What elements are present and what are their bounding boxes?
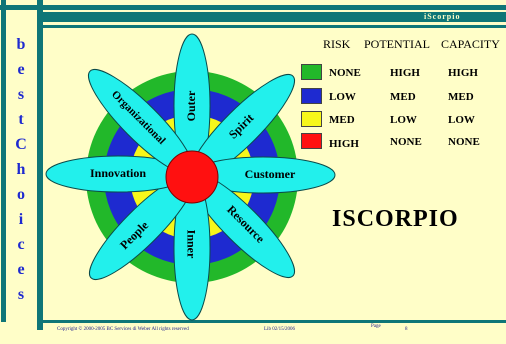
legend-swatch-blue bbox=[301, 88, 322, 104]
sidebar-letter: b bbox=[16, 36, 26, 53]
legend-potential-cell: LOW bbox=[390, 114, 417, 126]
petal-customer: Customer bbox=[190, 156, 336, 194]
legend-capacity-cell: LOW bbox=[448, 114, 475, 126]
bottom-bar bbox=[37, 320, 506, 323]
legend-potential-cell: MED bbox=[390, 91, 416, 103]
legend-potential-cell: HIGH bbox=[390, 67, 420, 79]
sidebar-letter: s bbox=[17, 286, 25, 303]
petal-label-outer: Outer bbox=[184, 90, 198, 121]
legend-risk-cell: HIGH bbox=[329, 138, 359, 150]
petal-spirit: Spirit bbox=[189, 74, 295, 180]
sidebar-letter: o bbox=[17, 186, 25, 203]
legend-potential-cell: NONE bbox=[390, 136, 422, 148]
petal-label-customer: Customer bbox=[245, 167, 296, 181]
page-title: ISCORPIO bbox=[332, 206, 459, 232]
legend-swatch-yellow bbox=[301, 111, 322, 127]
footer-copyright: Copyright © 2000-2005 BC Services di Web… bbox=[57, 327, 189, 332]
petal-label-inner: Inner bbox=[184, 230, 198, 259]
top-bar-outer bbox=[0, 5, 506, 10]
sidebar-letter: s bbox=[17, 86, 25, 103]
footer-lib: Lib 02/15/2006 bbox=[264, 327, 295, 332]
left-bar-inner bbox=[37, 0, 43, 330]
sidebar-letter: t bbox=[18, 111, 24, 128]
legend-risk-cell: LOW bbox=[329, 91, 356, 103]
petal-label-innovation: Innovation bbox=[90, 166, 146, 180]
legend-capacity-cell: MED bbox=[448, 91, 474, 103]
sidebar-letter: e bbox=[17, 61, 25, 78]
brand-label: iScorpio bbox=[424, 12, 461, 21]
petal-organizational: Organizational bbox=[88, 69, 194, 175]
sidebar-letter: e bbox=[17, 261, 25, 278]
legend-capacity-cell: NONE bbox=[448, 136, 480, 148]
top-bar-inner bbox=[40, 12, 506, 22]
center-disc bbox=[165, 150, 219, 204]
sidebar-letter: h bbox=[16, 161, 26, 178]
legend-risk-cell: NONE bbox=[329, 67, 361, 79]
legend-header-capacity: CAPACITY bbox=[441, 37, 500, 51]
sidebar-letter: i bbox=[18, 211, 24, 228]
legend-swatch-red bbox=[301, 133, 322, 149]
sidebar-letter: C bbox=[15, 136, 27, 153]
petal-innovation: Innovation bbox=[45, 155, 191, 193]
legend-header-potential: POTENTIAL bbox=[364, 37, 430, 51]
legend-swatch-green bbox=[301, 64, 322, 80]
legend-risk-cell: MED bbox=[329, 114, 355, 126]
left-bar-outer bbox=[1, 0, 6, 322]
footer-page-number: 8 bbox=[405, 327, 408, 332]
sidebar-letter: c bbox=[17, 236, 25, 253]
top-bar-thin bbox=[40, 25, 506, 28]
footer-page-label: Page bbox=[371, 324, 381, 329]
legend-capacity-cell: HIGH bbox=[448, 67, 478, 79]
legend-header-risk: RISK bbox=[323, 37, 351, 51]
